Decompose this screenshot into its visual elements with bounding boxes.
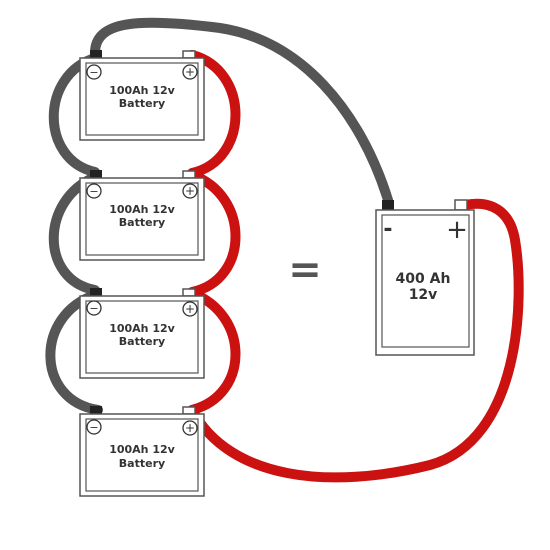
- neg-wire-top-to-result: [90, 17, 393, 205]
- battery-inner: [85, 300, 199, 374]
- battery-1: − + 100Ah 12v Battery: [79, 50, 205, 141]
- pos-wire-3-4: [187, 288, 241, 415]
- battery-label-line2: Battery: [119, 335, 165, 348]
- battery-label-line1: 100Ah 12v: [109, 84, 175, 97]
- neg-wire-2-3: [48, 172, 100, 295]
- minus-icon-bg: [86, 419, 102, 435]
- battery-inner: [85, 418, 199, 492]
- pos-wire-2-3: [187, 170, 241, 297]
- battery-neg-terminal: [382, 200, 394, 210]
- battery-label-line2: Battery: [119, 216, 165, 229]
- negative-wires: [45, 17, 393, 415]
- battery-pos-terminal: [182, 50, 196, 59]
- result-label-line2: 12v: [409, 287, 438, 303]
- minus-icon: −: [89, 185, 98, 198]
- battery-pos-terminal: [454, 199, 468, 211]
- battery-inner: [381, 214, 470, 348]
- battery-neg-terminal: [90, 288, 102, 296]
- result-label-line1: 400 Ah: [396, 271, 451, 287]
- plus-icon-bg: [182, 301, 198, 317]
- plus-icon-bg: [182, 420, 198, 436]
- minus-icon: -: [383, 217, 392, 242]
- battery-inner: [85, 182, 199, 256]
- battery-inner: [85, 62, 199, 136]
- battery-pos-terminal: [182, 288, 196, 297]
- battery-label-line1: 100Ah 12v: [109, 322, 175, 335]
- result-battery: - + 400 Ah 12v: [375, 199, 475, 356]
- battery-neg-terminal: [90, 406, 102, 414]
- plus-icon: +: [185, 184, 195, 198]
- pos-wire-bottom-to-result: [187, 198, 524, 483]
- minus-icon: −: [89, 421, 98, 434]
- minus-icon: −: [89, 302, 98, 315]
- battery-neg-terminal: [90, 50, 102, 58]
- plus-icon: +: [185, 421, 195, 435]
- battery-pos-terminal: [182, 170, 196, 179]
- battery-label-line2: Battery: [119, 97, 165, 110]
- plus-icon-bg: [182, 183, 198, 199]
- battery-label-line2: Battery: [119, 457, 165, 470]
- neg-wire-3-4: [45, 290, 103, 415]
- plus-icon-bg: [182, 64, 198, 80]
- neg-wire-1-2: [48, 53, 100, 177]
- minus-icon-bg: [86, 183, 102, 199]
- battery-4: − + 100Ah 12v Battery: [79, 406, 205, 497]
- battery-label-line1: 100Ah 12v: [109, 203, 175, 216]
- equals-sign: =: [288, 247, 322, 293]
- positive-wires: [187, 50, 524, 483]
- plus-icon: +: [446, 215, 468, 245]
- minus-icon-bg: [86, 300, 102, 316]
- plus-icon: +: [185, 302, 195, 316]
- battery-label-line1: 100Ah 12v: [109, 443, 175, 456]
- battery-2: − + 100Ah 12v Battery: [79, 170, 205, 261]
- pos-wire-1-2: [187, 50, 241, 178]
- battery-neg-terminal: [90, 170, 102, 178]
- plus-icon: +: [185, 65, 195, 79]
- minus-icon-bg: [86, 64, 102, 80]
- battery-pos-terminal: [182, 406, 196, 415]
- battery-3: − + 100Ah 12v Battery: [79, 288, 205, 379]
- battery-case: [375, 209, 475, 356]
- minus-icon: −: [89, 66, 98, 79]
